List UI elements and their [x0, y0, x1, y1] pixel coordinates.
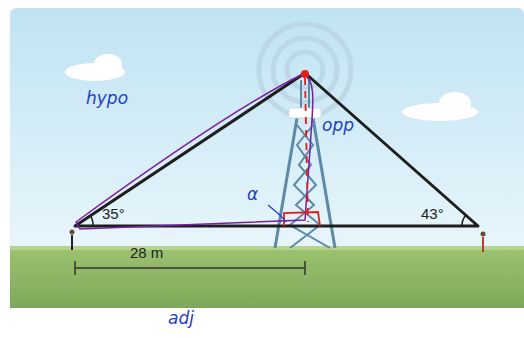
ground: [10, 248, 524, 308]
angle-label: 43°: [421, 206, 444, 221]
annotation-text: α: [247, 186, 258, 203]
sky: [10, 8, 524, 308]
height-line: [305, 78, 308, 222]
pointer-stroke: [268, 205, 286, 222]
right-angle-mark: [284, 212, 320, 226]
dimension-label: 28 m: [130, 245, 163, 260]
angle-arc: [90, 215, 93, 226]
ground-edge: [10, 246, 524, 250]
angle-label: 35°: [102, 206, 125, 221]
annotation-text: opp: [322, 117, 354, 134]
apex-dot: [301, 70, 309, 78]
hypotenuse-outline: [76, 74, 313, 229]
triangle: [75, 73, 478, 226]
angle-arc: [462, 215, 466, 226]
dimension-line: [75, 261, 305, 275]
annotation-text: adj: [168, 310, 194, 327]
annotation-text: hypo: [86, 90, 128, 107]
